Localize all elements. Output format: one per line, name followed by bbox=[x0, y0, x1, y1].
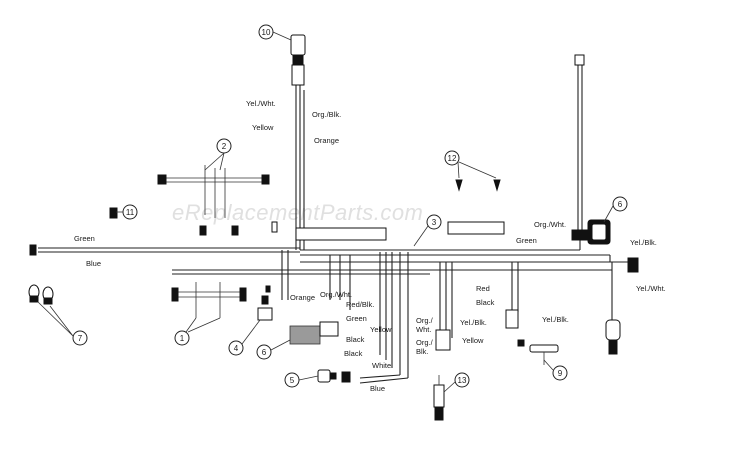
label-org-wht-mid: Org./Wht. bbox=[320, 290, 352, 299]
callout-3-text: 3 bbox=[432, 218, 437, 227]
label-black-low: Black bbox=[344, 349, 363, 358]
left-end-plug bbox=[29, 244, 37, 256]
label-orange-top: Orange bbox=[314, 136, 339, 145]
label-blue-low: Blue bbox=[370, 384, 385, 393]
callout-6-text: 6 bbox=[262, 348, 267, 357]
callout-5-text: 5 bbox=[290, 376, 295, 385]
harness-center-drop bbox=[439, 262, 453, 338]
label-org-wht-right: Org./Wht. bbox=[534, 220, 566, 229]
label-orange-mid: Orange bbox=[290, 293, 315, 302]
label-yel-wht-top: Yel./Wht. bbox=[246, 99, 276, 108]
callout-13 bbox=[454, 372, 470, 388]
callouts: 10 2 11 12 3 6 7 1 4 6 bbox=[37, 24, 628, 393]
fuse-11 bbox=[109, 207, 118, 219]
label-yel-blk-right: Yel./Blk. bbox=[630, 238, 657, 247]
solenoid-6 bbox=[289, 321, 339, 345]
label-blue-left: Blue bbox=[86, 259, 101, 268]
harness-right-drop bbox=[511, 262, 519, 312]
right-bracket-plug bbox=[505, 309, 519, 329]
small-plug bbox=[271, 221, 278, 233]
label-yel-wht-right: Yel./Wht. bbox=[636, 284, 666, 293]
label-yel-blk-center: Yel./Blk. bbox=[460, 318, 487, 327]
callout-4 bbox=[228, 340, 244, 356]
cable-pair-1 bbox=[171, 282, 247, 318]
fuse-holder-a bbox=[199, 225, 207, 236]
watermark: eReplacementParts.com bbox=[172, 200, 423, 225]
relay-4 bbox=[257, 285, 273, 321]
callout-11-text: 11 bbox=[126, 208, 135, 217]
switch-13 bbox=[433, 375, 445, 421]
rh-end-plug bbox=[627, 257, 639, 273]
label-red-blk-mid: Red/Blk. bbox=[346, 300, 374, 309]
label-org-blk-top: Org./Blk. bbox=[312, 110, 341, 119]
label-red-right: Red bbox=[476, 284, 490, 293]
callout-3 bbox=[426, 214, 442, 230]
callout-9-text: 9 bbox=[558, 369, 563, 378]
connector-5 bbox=[317, 369, 351, 383]
label-yel-blk-lower: Yel./Blk. bbox=[542, 315, 569, 324]
cable-bundle-2 bbox=[157, 165, 270, 218]
engine-connector bbox=[587, 219, 611, 245]
rh-lamp bbox=[605, 319, 621, 355]
callout-4-text: 4 bbox=[234, 344, 239, 353]
label-org-wht-lower: Org./Wht. bbox=[416, 316, 434, 334]
label-org-blk-center: Org./Blk. bbox=[416, 338, 434, 356]
harness-right-horizontal bbox=[300, 249, 620, 263]
small-terminal bbox=[517, 339, 525, 347]
label-black-right: Black bbox=[476, 298, 495, 307]
callout-1-text: 1 bbox=[180, 334, 185, 343]
harness-sheath-left bbox=[295, 227, 387, 241]
callout-6-left bbox=[256, 344, 272, 360]
wire-labels: Yel./Wht. Org./Blk. Yellow Orange Green … bbox=[74, 99, 666, 393]
harness-sheath-right bbox=[447, 221, 505, 235]
label-green-right: Green bbox=[516, 236, 537, 245]
seat-switch-cable bbox=[571, 54, 589, 241]
callout-9 bbox=[552, 365, 568, 381]
harness-trunk-vertical bbox=[295, 85, 305, 250]
ignition-switch bbox=[290, 34, 306, 86]
harness-bottom-turn bbox=[359, 374, 409, 384]
callout-1 bbox=[174, 330, 190, 346]
center-plug bbox=[435, 329, 451, 351]
callout-12 bbox=[444, 150, 460, 166]
harness-left-horizontal bbox=[38, 247, 300, 253]
callout-7 bbox=[72, 330, 88, 346]
headlight-bulbs bbox=[28, 284, 54, 305]
label-yellow-mid: Yellow bbox=[370, 325, 392, 334]
main-harness bbox=[38, 85, 628, 384]
label-green-mid: Green bbox=[346, 314, 367, 323]
label-white-low: White bbox=[372, 361, 391, 370]
label-yellow-top: Yellow bbox=[252, 123, 274, 132]
screws-12 bbox=[455, 179, 501, 192]
fuse-holder-b bbox=[231, 225, 239, 236]
callout-10-text: 10 bbox=[262, 28, 271, 37]
callout-12-text: 12 bbox=[448, 154, 457, 163]
callout-2-text: 2 bbox=[222, 142, 227, 151]
callout-7-text: 7 bbox=[78, 334, 83, 343]
callout-6-right bbox=[612, 196, 628, 212]
harness-left-branches bbox=[281, 250, 351, 310]
ignition-key-9 bbox=[529, 344, 559, 365]
label-green-left: Green bbox=[74, 234, 95, 243]
label-yellow-center: Yellow bbox=[462, 336, 484, 345]
callout-13-text: 13 bbox=[458, 376, 467, 385]
harness-bottom-drops bbox=[379, 252, 409, 378]
callout-6b-text: 6 bbox=[618, 200, 623, 209]
label-black-mid: Black bbox=[346, 335, 365, 344]
